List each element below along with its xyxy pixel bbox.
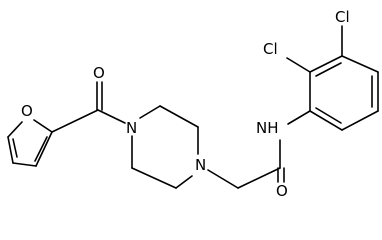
structure-canvas: O O N N O NH Cl Cl	[7, 8, 379, 197]
atom-labels: O O N N O NH Cl Cl	[21, 8, 350, 197]
bond-n4-ch2	[207, 169, 239, 189]
furan-ring	[7, 119, 53, 167]
bond-c5-c4	[35, 131, 53, 167]
bond-c6-c1-inner	[315, 107, 342, 124]
acetamide-linker	[207, 139, 285, 189]
atom-o-carbonyl-left: O	[93, 64, 105, 82]
atom-o-furan: O	[21, 102, 33, 120]
bond-c2-cl	[286, 57, 311, 73]
dichlorophenyl-ring	[286, 25, 379, 131]
atom-n-piperazine-right: N	[195, 156, 206, 174]
bond-nh-c1	[287, 110, 311, 125]
atom-n-piperazine-left: N	[126, 119, 137, 137]
bond-c3-c2	[7, 136, 14, 164]
bond-o-c5	[33, 119, 53, 133]
bond-c4-c3	[12, 162, 37, 167]
bond-cc-cd	[131, 167, 177, 189]
bond-c3-c2-inner	[12, 138, 18, 158]
bond-ca-cb	[159, 105, 199, 128]
bond-c2-c3-inner	[315, 62, 342, 77]
bond-ch2-amide-c	[237, 167, 281, 189]
bond-n4-cc	[175, 175, 193, 189]
atom-o-carbonyl-right: O	[276, 182, 288, 197]
bond-n1-ca	[139, 105, 161, 119]
atom-cl-top: Cl	[335, 8, 350, 26]
bond-c5-c4-inner	[34, 136, 48, 162]
bond-c2-c3	[309, 55, 343, 73]
molecule-drawing: O O N N O NH Cl Cl	[7, 8, 379, 197]
bond-c3-c4	[341, 55, 379, 73]
bond-carbonyl-n	[97, 109, 126, 124]
furoyl-linker	[51, 81, 126, 133]
bond-c5-carbonyl	[51, 109, 99, 133]
bond-c6-c1	[309, 110, 343, 131]
atom-cl-mid: Cl	[263, 40, 278, 58]
bond-c2-o	[7, 121, 23, 138]
atom-nh: NH	[256, 119, 279, 137]
bond-c5-c6	[341, 110, 379, 131]
piperazine-ring	[131, 105, 199, 189]
